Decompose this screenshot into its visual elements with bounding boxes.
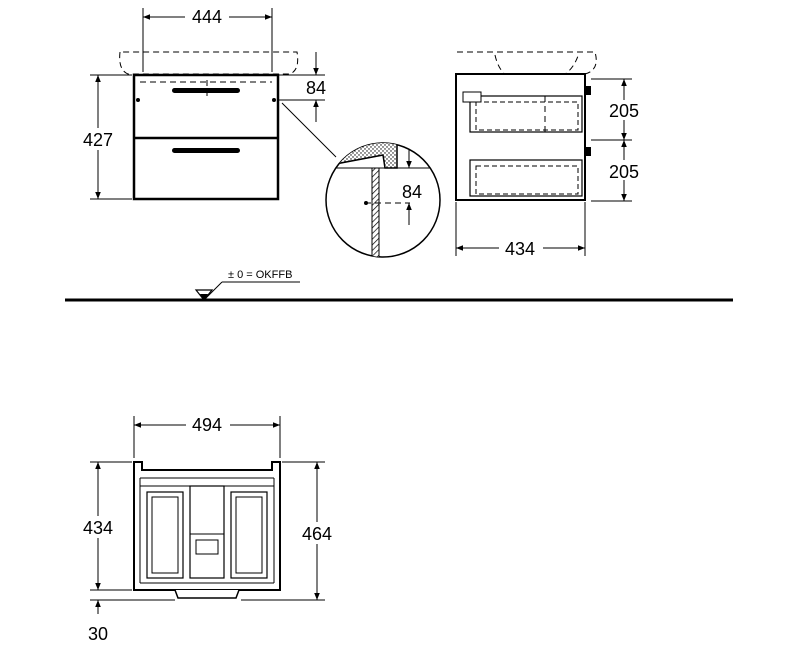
detail-basin-section [329,143,398,169]
top-compartment-left [146,491,184,579]
detail-offset-label: 84 [402,182,422,202]
floor-reference-label: ± 0 = OKFFB [228,269,292,281]
top-cabinet-outline [133,461,281,591]
front-view: 444 84 427 [80,6,337,201]
top-depth-inner-label: 434 [83,518,113,538]
top-handle [174,589,240,599]
detail-panel-section [371,167,380,257]
front-offset-label: 84 [306,78,326,98]
top-depth-outer-label: 464 [302,524,332,544]
side-top-drawer [469,95,583,133]
basin-outline-side [457,51,597,75]
side-depth-label: 434 [505,239,535,259]
top-compartment-right [230,491,268,579]
top-width-label: 494 [192,415,222,435]
detail-leader-line [281,102,337,158]
front-height-label: 427 [83,130,113,150]
side-handle-bottom [585,147,591,156]
front-width-label: 444 [192,7,222,27]
top-front-offset-label: 30 [88,624,108,644]
basin-outline-front [119,51,299,75]
top-view: 494 434 30 464 [78,414,337,644]
side-spacing-bottom-label: 205 [609,162,639,182]
side-view: 205 205 434 [455,51,642,259]
top-compartment-center [189,485,225,579]
side-bottom-drawer [469,159,583,197]
side-spacing-top-label: 205 [609,101,639,121]
floor-reference: ± 0 = OKFFB [65,269,733,302]
side-handle-top [585,86,591,95]
top-drawer-handle [172,88,240,93]
bottom-drawer-handle [172,148,240,153]
detail-view: 84 [325,142,441,258]
